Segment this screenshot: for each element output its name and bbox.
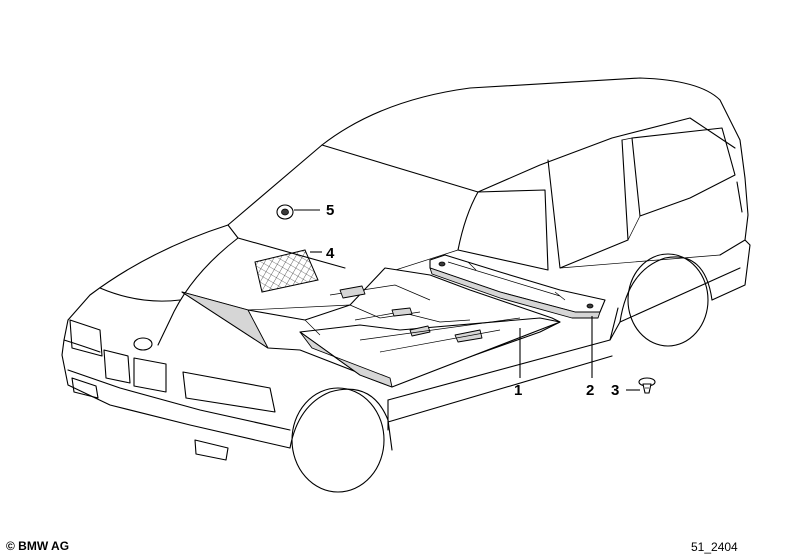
- leader-lines: [294, 209, 640, 391]
- copyright-text: © BMW AG: [6, 539, 70, 553]
- callout-1: 1: [514, 382, 522, 399]
- callout-3: 3: [611, 382, 619, 399]
- callout-4: 4: [326, 245, 335, 262]
- car-body-drawing: [61, 77, 751, 493]
- part-5-grommet: [276, 204, 294, 220]
- figure-code: 51_2404: [691, 540, 738, 554]
- callout-5: 5: [326, 202, 334, 219]
- part-4-insulation-mat: [254, 249, 319, 293]
- part-3-clip: [638, 377, 656, 394]
- part-2-rear-floor-cover: [429, 254, 606, 319]
- callout-2: 2: [586, 382, 594, 399]
- part-1-floor-carpet: [181, 267, 561, 388]
